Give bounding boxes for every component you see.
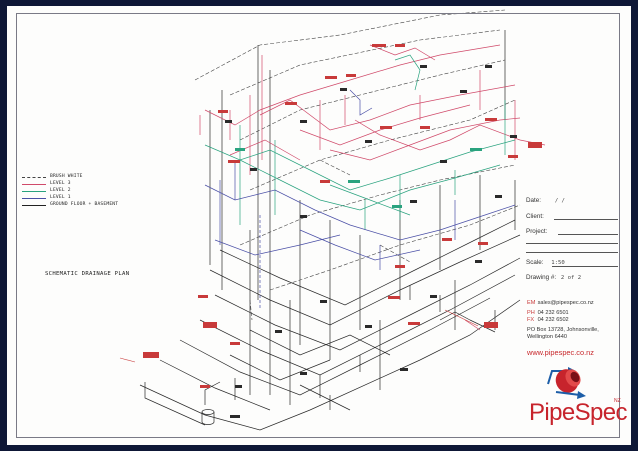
level-3-pipes: [199, 44, 546, 331]
legend-swatch-arrow: [22, 205, 46, 206]
client-label: Client:: [526, 213, 544, 220]
legend-label: LEVEL 1: [50, 195, 71, 200]
pipespec-logo-superscript: NZ: [614, 398, 621, 404]
website-link[interactable]: www.pipespec.co.nz: [527, 348, 594, 357]
drawing-number-row: Drawing #: 2 of 2: [526, 274, 581, 281]
legend-swatch-dashed: [22, 177, 46, 178]
fax-label: FX: [527, 317, 535, 324]
legend-label: LEVEL 2: [50, 188, 71, 193]
email-row: EM sales@pipespec.co.nz: [527, 300, 599, 307]
drawing-number-value: 2 of 2: [560, 275, 582, 281]
date-row: Date: / /: [526, 197, 565, 204]
ground-floor-pipes: [139, 30, 521, 431]
scale-line: [552, 266, 618, 267]
phone-row: PH 04 232 6501: [527, 310, 599, 317]
pipespec-logo-text: PipeSpec: [529, 399, 628, 426]
drawing-number-label: Drawing #:: [526, 274, 557, 281]
scale-value: 1:50: [551, 260, 565, 266]
legend-label: BRUSH WHITE: [50, 174, 83, 179]
scale-row: Scale: 1:50: [526, 259, 565, 266]
legend-label: GROUND FLOOR + BASEMENT: [50, 202, 119, 207]
legend-swatch-red: [22, 184, 46, 185]
annotation-tags: [143, 44, 542, 388]
level-2-tags: [235, 148, 482, 208]
email-value[interactable]: sales@pipespec.co.nz: [537, 300, 594, 306]
email-label: EM: [527, 300, 536, 306]
level-2-pipes: [204, 54, 516, 230]
legend-swatch-green: [22, 191, 46, 192]
project-line-3: [526, 252, 618, 253]
client-row: Client:: [526, 213, 544, 220]
title-block: Date: / / Client: Project: Scale: 1:50 D…: [516, 186, 621, 286]
address-line-2: Wellington 6440: [527, 334, 568, 341]
level-1-pipes: [204, 89, 516, 310]
project-line: [558, 234, 618, 235]
outfall-arrows: [119, 309, 479, 363]
client-line: [554, 219, 618, 220]
project-row: Project:: [526, 228, 547, 235]
contact-details: EM sales@pipespec.co.nz PH 04 232 6501 F…: [527, 300, 599, 341]
project-line-2: [526, 243, 618, 244]
date-label: Date:: [526, 197, 542, 204]
drawing-border: [16, 13, 620, 438]
phone-value: 04 232 6501: [537, 310, 569, 317]
scale-label: Scale:: [526, 259, 544, 266]
legend-swatch-blue: [22, 198, 46, 199]
fax-value: 04 232 6502: [537, 317, 569, 324]
plan-title: SCHEMATIC DRAINAGE PLAN: [45, 271, 130, 277]
date-value: / /: [554, 198, 565, 204]
dimension-labels: [225, 65, 517, 418]
legend-label: LEVEL 3: [50, 181, 71, 186]
drawing-sheet: [7, 6, 631, 445]
address-line-1: PO Box 13728, Johnsonville,: [527, 327, 599, 334]
fax-row: FX 04 232 6502: [527, 317, 599, 324]
phone-label: PH: [527, 310, 535, 317]
project-label: Project:: [526, 228, 548, 235]
